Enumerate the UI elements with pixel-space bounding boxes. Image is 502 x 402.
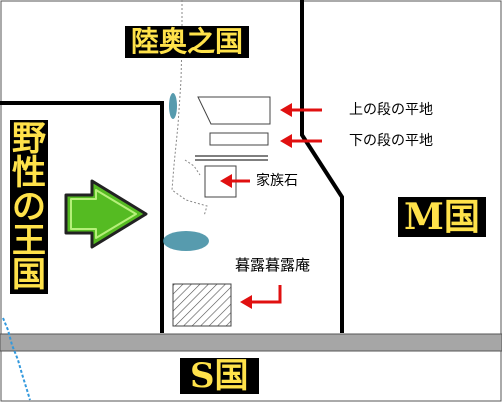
pointer-arrow-upper bbox=[280, 103, 322, 117]
pond-large bbox=[163, 231, 209, 251]
lower-flat-shape bbox=[209, 132, 269, 146]
left-region-border bbox=[0, 101, 164, 333]
stream bbox=[2, 317, 31, 401]
region-label-yasei: 野 性 の 王 国 bbox=[10, 120, 48, 294]
m-country-border bbox=[300, 0, 344, 333]
yasei-char: の bbox=[10, 187, 48, 227]
road bbox=[0, 333, 502, 352]
pond-small bbox=[169, 93, 177, 119]
pointer-arrow-hut bbox=[240, 285, 282, 309]
label-hut: 暮露暮露庵 bbox=[235, 256, 311, 274]
green-right-arrow-icon bbox=[64, 179, 148, 249]
pointer-arrow-lower bbox=[280, 134, 322, 148]
path-line-2 bbox=[184, 159, 201, 176]
label-family-stone: 家族石 bbox=[256, 173, 298, 189]
yasei-char: 性 bbox=[10, 153, 48, 193]
hut-shape bbox=[172, 283, 232, 327]
region-label-m-country: M国 bbox=[398, 197, 486, 237]
yasei-char: 王 bbox=[10, 221, 48, 261]
label-lower-flat: 下の段の平地 bbox=[349, 133, 433, 149]
upper-flat-shape bbox=[197, 96, 271, 125]
yasei-char: 野 bbox=[10, 119, 48, 159]
pointer-arrow-stone bbox=[220, 174, 250, 188]
yasei-char: 国 bbox=[10, 255, 48, 295]
label-upper-flat: 上の段の平地 bbox=[349, 102, 433, 118]
region-label-mutsu: 陸奥之国 bbox=[125, 26, 250, 58]
region-label-s-country: S国 bbox=[180, 358, 259, 394]
